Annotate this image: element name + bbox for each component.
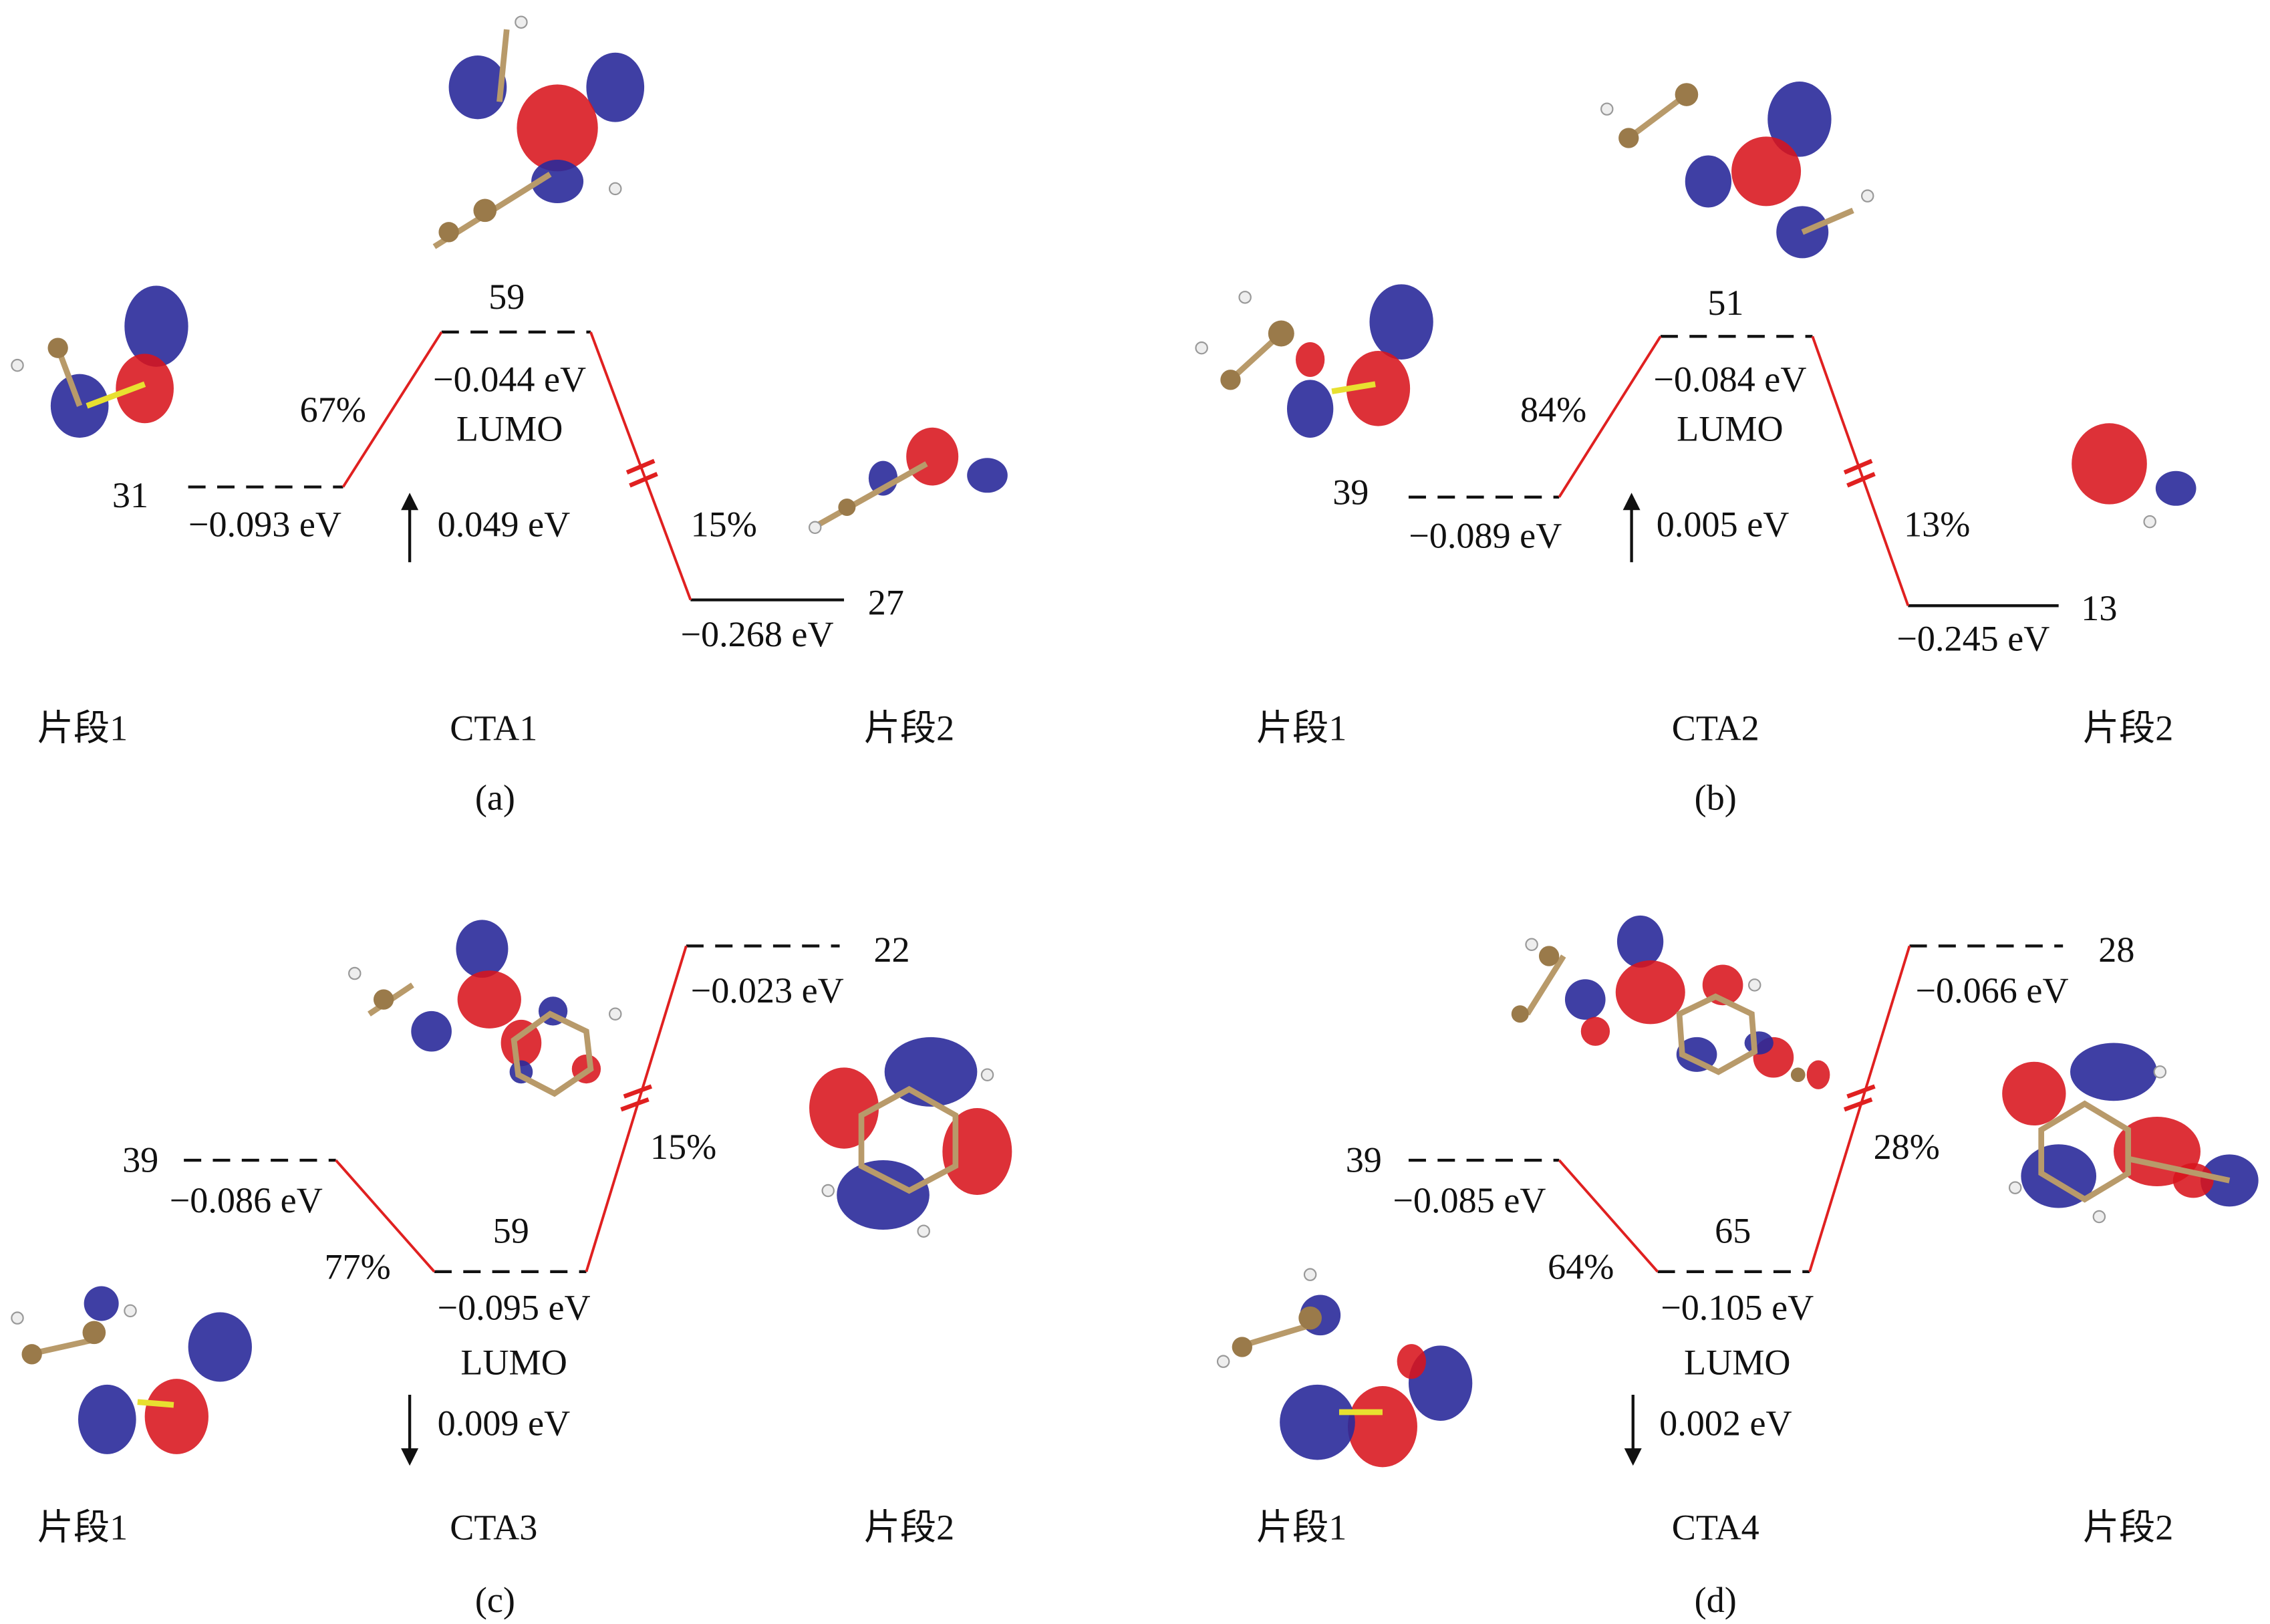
frag2-index: 22 <box>873 930 909 970</box>
frag1-index: 39 <box>1346 1139 1382 1180</box>
lumo-orbital-image <box>348 920 622 1097</box>
frag2-percent: 15% <box>650 1127 716 1167</box>
frag2-percent: 28% <box>1874 1127 1940 1167</box>
lumo-label: LUMO <box>1677 408 1783 448</box>
panel-c: 22 −0.023 eV 39 −0.086 eV 77% 15% 59 −0.… <box>11 920 1012 1620</box>
energy-shift: 0.002 eV <box>1659 1403 1792 1444</box>
panel-caption: (b) <box>1695 778 1737 818</box>
frag1-percent: 77% <box>324 1247 390 1287</box>
frag2-orbital-image <box>808 427 1008 535</box>
frag2-energy: −0.268 eV <box>681 614 834 654</box>
energy-shift: 0.049 eV <box>438 504 571 544</box>
frag1-connector <box>341 331 443 488</box>
frag2-connector <box>1808 945 1911 1272</box>
energy-shift: 0.005 eV <box>1657 504 1790 544</box>
panel-d: 28 −0.066 eV 39 −0.085 eV 64% 28% 65 −0.… <box>1216 915 2259 1620</box>
frag1-connector <box>1558 1159 1659 1273</box>
lumo-index: 51 <box>1707 283 1743 323</box>
frag2-index: 13 <box>2081 588 2117 628</box>
axis-break-icon <box>1843 1084 1876 1112</box>
frag1-energy: −0.089 eV <box>1409 516 1562 556</box>
frag1-index: 31 <box>112 475 148 515</box>
axis-break-icon <box>625 458 658 488</box>
frag1-index: 39 <box>1332 472 1369 513</box>
lumo-index: 59 <box>493 1211 529 1251</box>
molecule-label: CTA1 <box>450 708 537 749</box>
lumo-index: 59 <box>488 277 525 317</box>
frag2-orbital-image <box>809 1037 1012 1238</box>
lumo-orbital-image <box>432 15 645 249</box>
panel-caption: (d) <box>1695 1580 1737 1620</box>
frag1-label: 片段1 <box>37 708 128 749</box>
lumo-orbital-image <box>1600 82 1874 259</box>
molecule-label: CTA3 <box>450 1508 537 1548</box>
lumo-orbital-image <box>1511 915 1830 1089</box>
lumo-energy: −0.095 eV <box>438 1287 591 1327</box>
panel-caption: (a) <box>475 778 515 818</box>
panel-b: 51 −0.084 eV LUMO 84% 39 −0.089 eV 0.005… <box>1195 82 2196 818</box>
frag2-percent: 13% <box>1904 504 1970 544</box>
frag2-label: 片段2 <box>2083 1508 2173 1548</box>
frag1-connector <box>1558 335 1662 498</box>
frag2-energy: −0.023 eV <box>691 970 844 1010</box>
frag2-orbital-image <box>2072 423 2196 529</box>
panel-a: 59 −0.044 eV LUMO 67% 31 −0.093 eV 0.049… <box>11 15 1008 818</box>
molecule-label: CTA2 <box>1672 708 1759 749</box>
lumo-label: LUMO <box>456 408 563 448</box>
frag2-label: 片段2 <box>2083 708 2173 749</box>
frag1-energy: −0.086 eV <box>170 1180 323 1220</box>
frag1-orbital-image <box>1216 1268 1473 1468</box>
lumo-energy: −0.044 eV <box>433 360 586 400</box>
lumo-energy: −0.105 eV <box>1661 1287 1814 1327</box>
lumo-label: LUMO <box>1684 1343 1790 1383</box>
frag1-index: 39 <box>122 1139 158 1180</box>
frag1-connector <box>335 1159 436 1273</box>
frag1-orbital-image <box>11 1286 252 1454</box>
molecule-label: CTA4 <box>1672 1508 1759 1548</box>
frag2-index: 28 <box>2098 930 2134 970</box>
frag1-percent: 67% <box>300 390 366 430</box>
frag1-percent: 64% <box>1548 1247 1614 1287</box>
lumo-index: 65 <box>1715 1211 1751 1251</box>
frag1-energy: −0.085 eV <box>1393 1180 1546 1220</box>
frag1-energy: −0.093 eV <box>188 504 341 544</box>
frag1-label: 片段1 <box>1256 708 1346 749</box>
frag2-label: 片段2 <box>864 708 954 749</box>
frag2-orbital-image <box>2002 1043 2259 1224</box>
lumo-label: LUMO <box>460 1343 567 1383</box>
energy-shift: 0.009 eV <box>438 1403 571 1444</box>
frag1-orbital-image <box>1195 284 1433 438</box>
frag1-label: 片段1 <box>37 1508 128 1548</box>
frag2-percent: 15% <box>691 504 757 544</box>
frag2-energy: −0.066 eV <box>1915 970 2068 1010</box>
frag2-connector <box>1811 335 1910 606</box>
axis-break-icon <box>1843 458 1876 488</box>
frag1-label: 片段1 <box>1256 1508 1346 1548</box>
frag2-index: 27 <box>868 582 904 622</box>
frag1-percent: 84% <box>1520 390 1586 430</box>
frag2-energy: −0.245 eV <box>1896 618 2049 658</box>
frag2-label: 片段2 <box>864 1508 954 1548</box>
frag2-connector <box>585 945 688 1272</box>
lumo-energy: −0.084 eV <box>1653 360 1806 400</box>
frag1-orbital-image <box>11 285 188 438</box>
axis-break-icon <box>620 1084 653 1112</box>
panel-caption: (c) <box>475 1580 515 1620</box>
